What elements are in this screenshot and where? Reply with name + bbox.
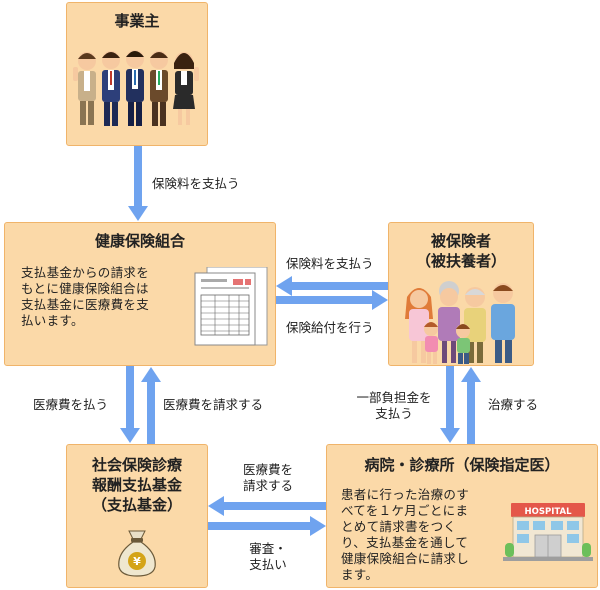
label-fund-to-insurer: 医療費を請求する [163, 397, 264, 412]
label-insurer-to-fund: 医療費を払う [33, 397, 109, 412]
hospital-description: 患者に行った治療のす べてを１ケ月ごとにま とめて請求書をつく り、支払基金を通… [341, 487, 470, 582]
hospital-sign-text: HOSPITAL [525, 507, 573, 517]
insurer-description: 支払基金からの請求を もとに健康保険組合は 支払基金に医療費を支 払います。 [21, 265, 150, 328]
label-employer-to-insurer: 保険料を支払う [152, 176, 240, 191]
hospital-title: 病院・診療所（保険指定医） [364, 456, 560, 474]
arrow-hospital-to-insured [461, 367, 481, 444]
insurer-title: 健康保険組合 [94, 232, 185, 250]
insured-title: 被保険者 （被扶養者） [415, 232, 506, 270]
label-hospital-to-fund: 医療費を 請求する [242, 462, 293, 493]
insured-box: 被保険者 （被扶養者） [388, 222, 534, 366]
label-insured-to-insurer: 保険料を支払う [286, 256, 374, 271]
arrow-insured-to-insurer [276, 276, 388, 296]
fund-title: 社会保険診療 報酬支払基金 （支払基金） [91, 456, 182, 514]
insurer-box: 健康保険組合 支払基金からの請求を もとに健康保険組合は 支払基金に医療費を支 … [4, 222, 276, 366]
arrow-fund-to-insurer [141, 367, 161, 444]
fund-box: 社会保険診療 報酬支払基金 （支払基金） ¥ [66, 444, 208, 588]
arrow-insurer-to-fund [120, 366, 140, 443]
document-form-icon [194, 267, 268, 346]
label-insurer-to-insured: 保険給付を行う [286, 320, 374, 335]
hospital-box: 病院・診療所（保険指定医） 患者に行った治療のす べてを１ケ月ごとにま とめて請… [326, 444, 598, 588]
employer-box: 事業主 [66, 2, 208, 146]
business-people-icon [73, 50, 199, 126]
arrow-insurer-to-insured [276, 290, 388, 310]
arrow-fund-to-hospital [208, 516, 326, 536]
label-hospital-to-insured: 治療する [488, 397, 539, 412]
arrow-insured-to-hospital [440, 366, 460, 443]
arrow-hospital-to-fund [208, 496, 326, 516]
employer-title: 事業主 [114, 12, 160, 30]
label-insured-to-hospital: 一部負担金を 支払う [356, 390, 432, 421]
family-icon [405, 281, 515, 364]
hospital-building-icon: HOSPITAL [503, 503, 593, 561]
yen-money-bag-icon: ¥ [118, 530, 156, 577]
label-fund-to-hospital: 審査・ 支払い [249, 541, 287, 572]
svg-text:¥: ¥ [133, 555, 141, 568]
arrow-employer-to-insurer [128, 146, 148, 221]
